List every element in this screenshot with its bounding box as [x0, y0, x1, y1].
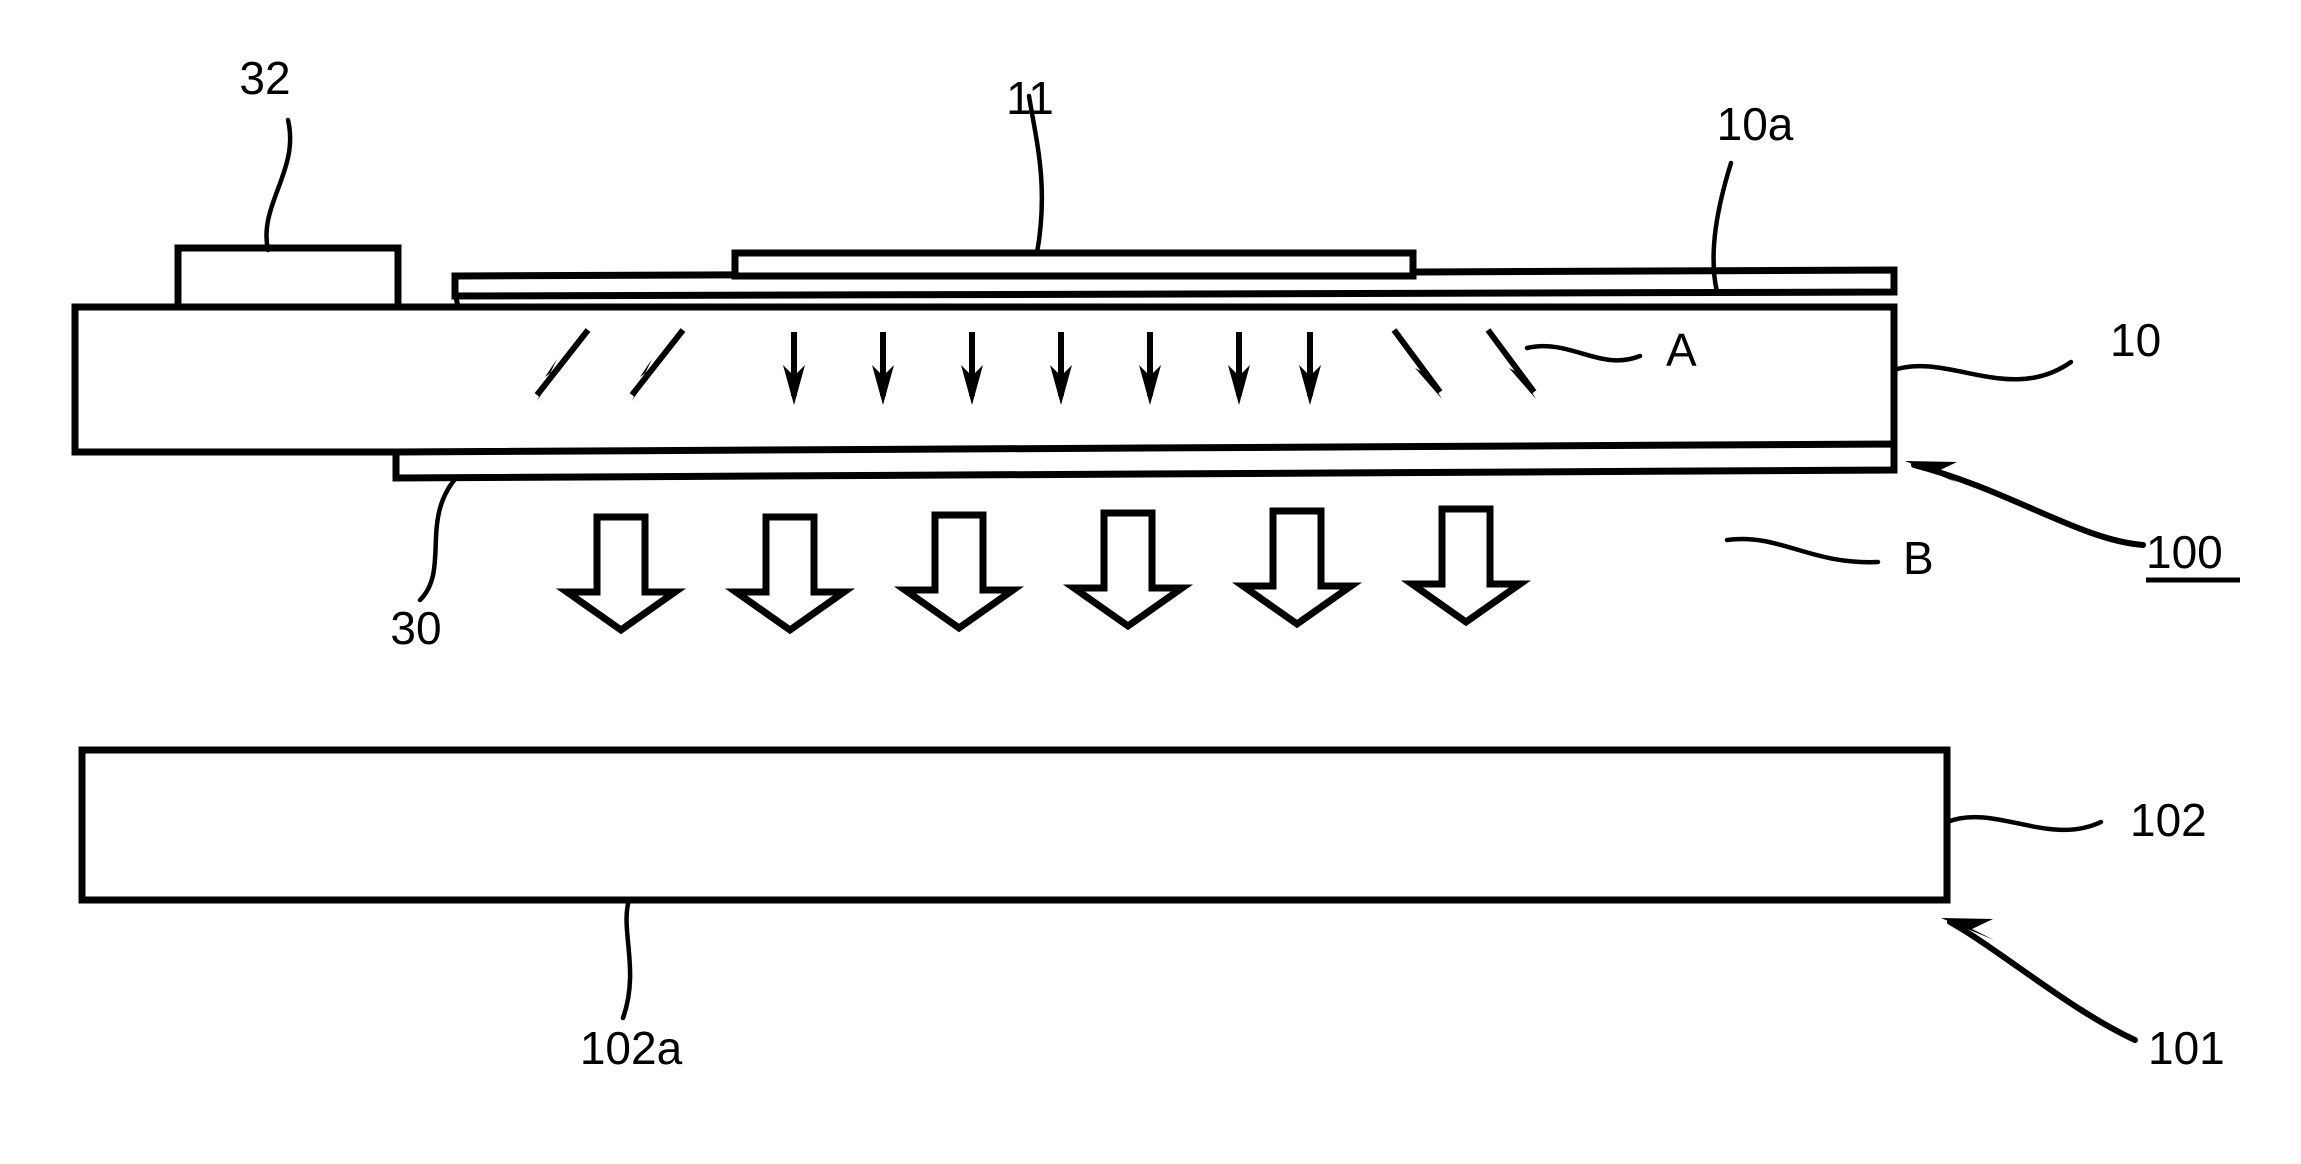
flux-arrow-11	[1485, 328, 1537, 399]
pointer-101-head	[1941, 918, 1994, 940]
block-arrow-4	[1062, 509, 1194, 631]
label-32: 32	[239, 52, 290, 104]
pointer-100-head	[1905, 461, 1958, 483]
flux-arrow-8	[1228, 332, 1250, 405]
upper-film-layer-11	[731, 249, 1417, 280]
main-substrate-body	[71, 303, 1898, 456]
leader-10	[1891, 359, 2074, 382]
internal-flux-arrows-A	[534, 328, 1537, 405]
leader-30	[417, 475, 459, 603]
lower-assembly-group	[78, 746, 1951, 904]
block-arrow-5	[1231, 507, 1363, 629]
label-A: A	[1666, 324, 1697, 376]
label-10a: 10a	[1717, 98, 1794, 150]
upper-assembly-group	[71, 244, 1898, 635]
label-30: 30	[390, 602, 441, 654]
label-100: 100	[2146, 526, 2223, 578]
block-arrow-2	[724, 513, 856, 635]
emitted-beam-arrows-B	[555, 505, 1532, 635]
pointer-100-shaft	[1911, 462, 2146, 548]
pointer-101-shaft	[1947, 919, 2138, 1043]
block-arrow-1	[555, 513, 687, 635]
label-102: 102	[2130, 794, 2207, 846]
flux-arrow-4	[872, 332, 894, 405]
label-11: 11	[1006, 72, 1054, 124]
label-102a: 102a	[580, 1022, 683, 1074]
text-labels-group: 32 11 10a 10 30 A B 100 102 102a 101	[239, 52, 2224, 1074]
leader-102a	[620, 897, 633, 1021]
flux-arrow-1	[534, 328, 591, 401]
leader-10a	[1711, 160, 1734, 295]
flux-arrow-6	[1050, 332, 1072, 405]
block-arrow-3	[893, 511, 1025, 633]
flux-arrow-9	[1299, 332, 1321, 405]
electrode-pad-block-32	[174, 244, 402, 311]
flux-arrow-5	[961, 332, 983, 405]
leader-A	[1524, 343, 1643, 363]
flux-arrow-2	[629, 328, 686, 401]
label-10: 10	[2110, 314, 2161, 366]
leader-11	[1026, 93, 1045, 256]
block-arrow-6	[1400, 505, 1532, 627]
flux-arrow-7	[1139, 332, 1161, 405]
label-101: 101	[2148, 1022, 2225, 1074]
label-B: B	[1903, 532, 1934, 584]
lower-thin-layer-30	[392, 440, 1898, 482]
leader-102	[1944, 814, 2104, 833]
flux-arrow-3	[783, 332, 805, 405]
leader-32	[264, 117, 293, 253]
leader-B	[1724, 536, 1881, 565]
pointer-arrows-group	[1905, 461, 2240, 1043]
receiving-substrate-102	[78, 746, 1951, 904]
leader-lines-group	[264, 93, 2104, 1021]
flux-arrow-10	[1391, 328, 1443, 399]
